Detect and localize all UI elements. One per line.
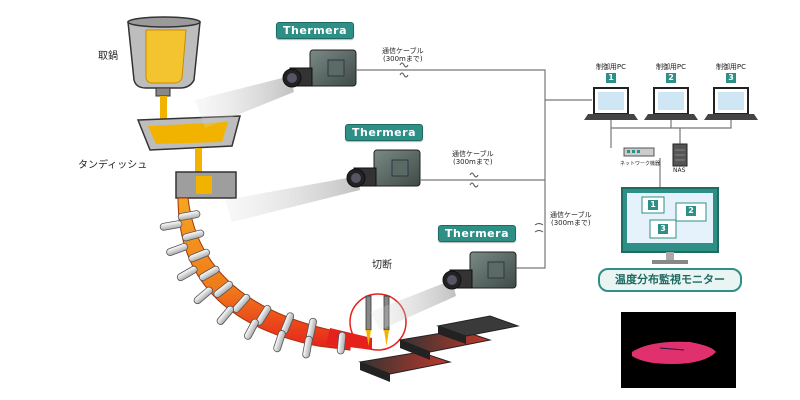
monitor-title-badge: 温度分布監視モニター — [598, 268, 742, 292]
cable-3 — [516, 100, 546, 269]
cable-type: 通信ケーブル — [382, 47, 424, 55]
cable-type: 通信ケーブル — [550, 211, 592, 219]
slab-group — [358, 315, 520, 382]
camera-view-beam — [195, 76, 294, 128]
cable-label-1: 通信ケーブル (300mまで) — [382, 47, 424, 63]
pc-number-badge-2: 2 — [666, 73, 676, 83]
cable-label-2: 通信ケーブル (300mまで) — [452, 150, 494, 166]
roller — [232, 293, 251, 313]
monitor-display — [621, 187, 719, 264]
roller — [188, 248, 211, 263]
nas-server-icon — [672, 143, 688, 167]
roller — [176, 265, 198, 282]
cable-length: (300mまで) — [550, 219, 591, 227]
thermal-image-preview — [621, 312, 736, 388]
thermal-camera-1 — [282, 49, 357, 88]
roller — [193, 286, 213, 305]
slab-side — [360, 362, 390, 382]
label-network-switch: ネットワーク機器 — [620, 161, 661, 167]
camera-brand-badge-1: Thermera — [276, 22, 354, 39]
cable-break-mark — [534, 230, 544, 233]
camera-brand-badge-3: Thermera — [438, 225, 516, 242]
cable-break-mark — [469, 182, 479, 188]
roller — [166, 243, 189, 256]
cable-type: 通信ケーブル — [452, 150, 494, 158]
roller — [213, 280, 234, 298]
pc-label-1: 制御用PC — [595, 63, 627, 71]
control-pc-2 — [644, 87, 698, 120]
cable-network — [356, 69, 592, 269]
monitor-window-badge-1: 1 — [648, 200, 658, 210]
label-ladle: 取鍋 — [98, 51, 118, 62]
label-nas: NAS — [673, 167, 686, 174]
roller-group — [159, 210, 347, 359]
pc-label-2: 制御用PC — [655, 63, 687, 71]
pc-number-badge-1: 1 — [606, 73, 616, 83]
cable-1 — [356, 69, 546, 100]
slab — [436, 315, 520, 337]
roller — [336, 331, 347, 355]
monitor-window-badge-2: 2 — [686, 206, 696, 216]
control-pc-1 — [584, 87, 638, 120]
camera-view-beam — [370, 280, 456, 330]
roller — [177, 210, 201, 221]
cable-label-3: 通信ケーブル (300mまで) — [550, 211, 592, 227]
cable-break-mark — [399, 72, 409, 78]
cable-break-mark — [534, 223, 544, 226]
roller — [244, 318, 259, 340]
tundish — [136, 115, 241, 151]
ladle — [127, 16, 201, 97]
roller — [198, 265, 220, 282]
camera-view-beam — [225, 176, 360, 222]
pc-number-badge-3: 3 — [726, 73, 736, 83]
network-switch-icon — [623, 147, 655, 157]
roller — [302, 335, 313, 359]
pc-connections — [610, 120, 732, 190]
cable-length: (300mまで) — [382, 55, 423, 63]
molten-stream-tundish — [195, 148, 202, 176]
control-pc-3 — [704, 87, 758, 120]
slab-side — [438, 326, 466, 344]
pc-label-3: 制御用PC — [715, 63, 747, 71]
roller — [216, 305, 235, 325]
cutting-zone-circle — [349, 293, 407, 351]
slab-side — [400, 340, 430, 360]
roller — [181, 229, 205, 242]
label-tundish: タンディッシュ — [78, 160, 148, 171]
molten-stream-ladle — [160, 96, 167, 124]
thermal-camera-2 — [346, 149, 421, 188]
roller — [159, 220, 183, 231]
monitor-window-badge-3: 3 — [658, 224, 668, 234]
cable-break-mark — [399, 62, 409, 68]
label-cutting: 切断 — [372, 260, 392, 271]
thermal-camera-3 — [442, 251, 517, 290]
roller — [273, 330, 286, 353]
cable-length: (300mまで) — [452, 158, 493, 166]
camera-brand-badge-2: Thermera — [345, 124, 423, 141]
cable-break-marks — [399, 62, 544, 233]
mold — [175, 171, 237, 199]
cable-break-mark — [469, 172, 479, 178]
